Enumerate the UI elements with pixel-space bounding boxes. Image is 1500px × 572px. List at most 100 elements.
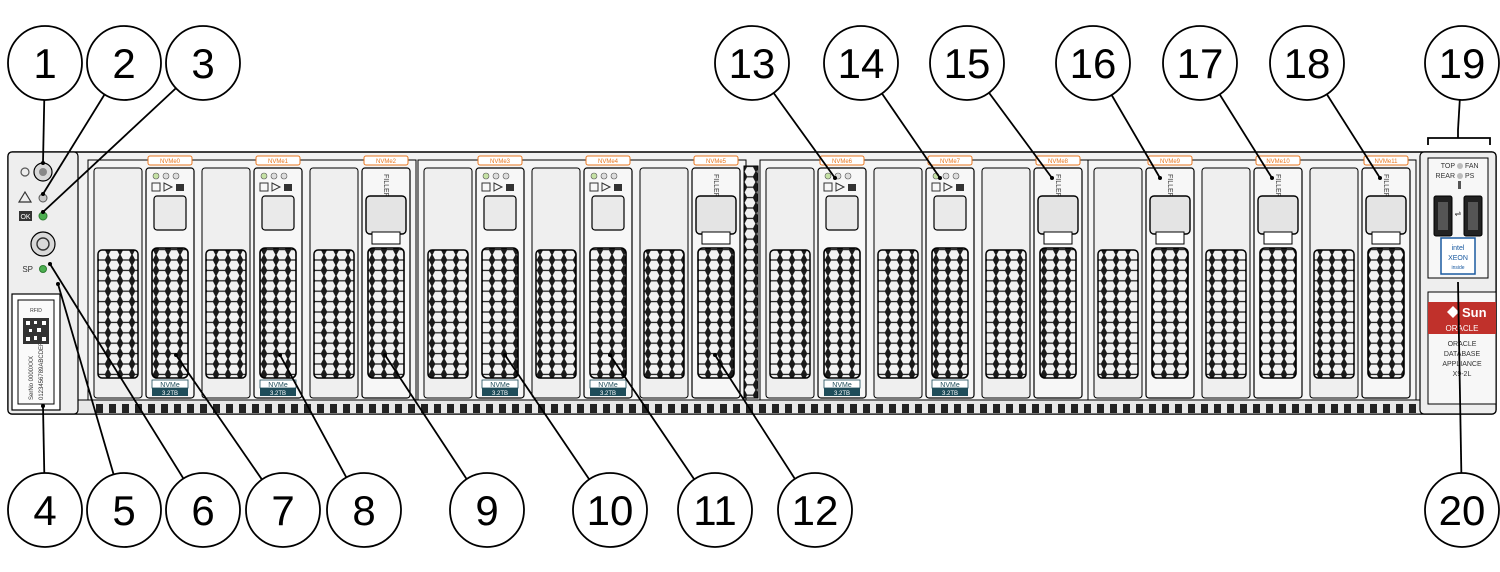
drive-release-button[interactable] (153, 195, 187, 231)
leader-dot (383, 353, 387, 357)
drive-service-led (942, 172, 950, 180)
rfid-tag[interactable] (17, 299, 55, 405)
top-fan-led (1457, 163, 1463, 169)
slot-label: NVMe2 (376, 159, 397, 165)
vent-tooth (733, 404, 740, 413)
drive-release-button[interactable] (261, 195, 295, 231)
spacer-bay (423, 167, 473, 399)
vent-tooth (1201, 404, 1208, 413)
vent-tooth (1110, 404, 1117, 413)
vent-tooth (1331, 404, 1338, 413)
vent-tooth (278, 404, 285, 413)
vent-tooth (551, 404, 558, 413)
rear-ps-led (1457, 173, 1463, 179)
vent-tooth (148, 404, 155, 413)
vent-tooth (772, 404, 779, 413)
filler-handle[interactable] (365, 195, 407, 235)
callout-number: 9 (475, 487, 498, 534)
drive-release-button[interactable] (825, 195, 859, 231)
vent-tooth (460, 404, 467, 413)
filler-handle[interactable] (1257, 195, 1299, 235)
slot-label-tab (147, 155, 193, 166)
callout-number: 7 (271, 487, 294, 534)
usb-port-2-slot (1468, 202, 1478, 230)
filler-handle[interactable] (1149, 195, 1191, 235)
slot-label-tab (693, 155, 739, 166)
vent-tooth (200, 404, 207, 413)
slot-label-tab (1035, 155, 1081, 166)
filler-handle[interactable] (695, 195, 737, 235)
vent-tooth (1097, 404, 1104, 413)
filler-mesh (367, 247, 405, 379)
vent-tooth (1253, 404, 1260, 413)
drive-mesh (823, 247, 861, 379)
callout-number: 20 (1439, 487, 1486, 534)
vent-tooth (330, 404, 337, 413)
spacer-mesh (97, 249, 139, 379)
filler-handle[interactable] (1037, 195, 1079, 235)
filler-handle[interactable] (1365, 195, 1407, 235)
vent-tooth (1357, 404, 1364, 413)
vent-tooth (1123, 404, 1130, 413)
drive-service-led (270, 172, 278, 180)
capacity-badge (590, 388, 626, 396)
filler-mesh (1151, 247, 1189, 379)
callout-circle (86, 472, 162, 548)
callout-number: 4 (33, 487, 56, 534)
vent-tooth (603, 404, 610, 413)
slot-label-tab (1255, 155, 1301, 166)
spacer-bay (93, 167, 143, 399)
capacity-label: 3.2TB (834, 391, 850, 397)
ok-label-box (19, 211, 32, 221)
drive-release-button[interactable] (483, 195, 517, 231)
product-name-line2: DATABASE (1444, 351, 1481, 358)
vent-tooth (1019, 404, 1026, 413)
vent-tooth (941, 404, 948, 413)
drive-mesh (931, 247, 969, 379)
qr-code-pattern (26, 321, 46, 341)
fan-label: FAN (1465, 163, 1479, 170)
callout-circle (1424, 25, 1500, 101)
power-button[interactable] (30, 231, 56, 257)
vent-tooth (902, 404, 909, 413)
drive-activity-icon (163, 182, 174, 192)
vent-tooth (1032, 404, 1039, 413)
capacity-label: 3.2TB (942, 391, 958, 397)
filler-label: FILLER (1166, 174, 1173, 198)
callout-number: 3 (191, 40, 214, 87)
vent-tooth (590, 404, 597, 413)
drive-release-button[interactable] (591, 195, 625, 231)
vent-tooth (239, 404, 246, 413)
drive-mesh (589, 247, 627, 379)
filler-label: FILLER (1054, 174, 1061, 198)
callout-circle (777, 472, 853, 548)
spacer-bay (1201, 167, 1251, 399)
leader-dot (41, 210, 45, 214)
slot-label-tab (255, 155, 301, 166)
vent-tooth (1227, 404, 1234, 413)
filler-mesh (697, 247, 735, 379)
drive-release-button[interactable] (933, 195, 967, 231)
vent-tooth (512, 404, 519, 413)
sun-label: Sun (1462, 305, 1487, 320)
vent-tooth (824, 404, 831, 413)
callout-number: 17 (1177, 40, 1224, 87)
vent-tooth (213, 404, 220, 413)
leader-dot (1050, 176, 1054, 180)
product-name-line3: APPLIANCE (1442, 361, 1482, 368)
slot-label: NVMe5 (706, 159, 727, 165)
serial-number-label: SerNo 0000XXX (29, 356, 35, 400)
